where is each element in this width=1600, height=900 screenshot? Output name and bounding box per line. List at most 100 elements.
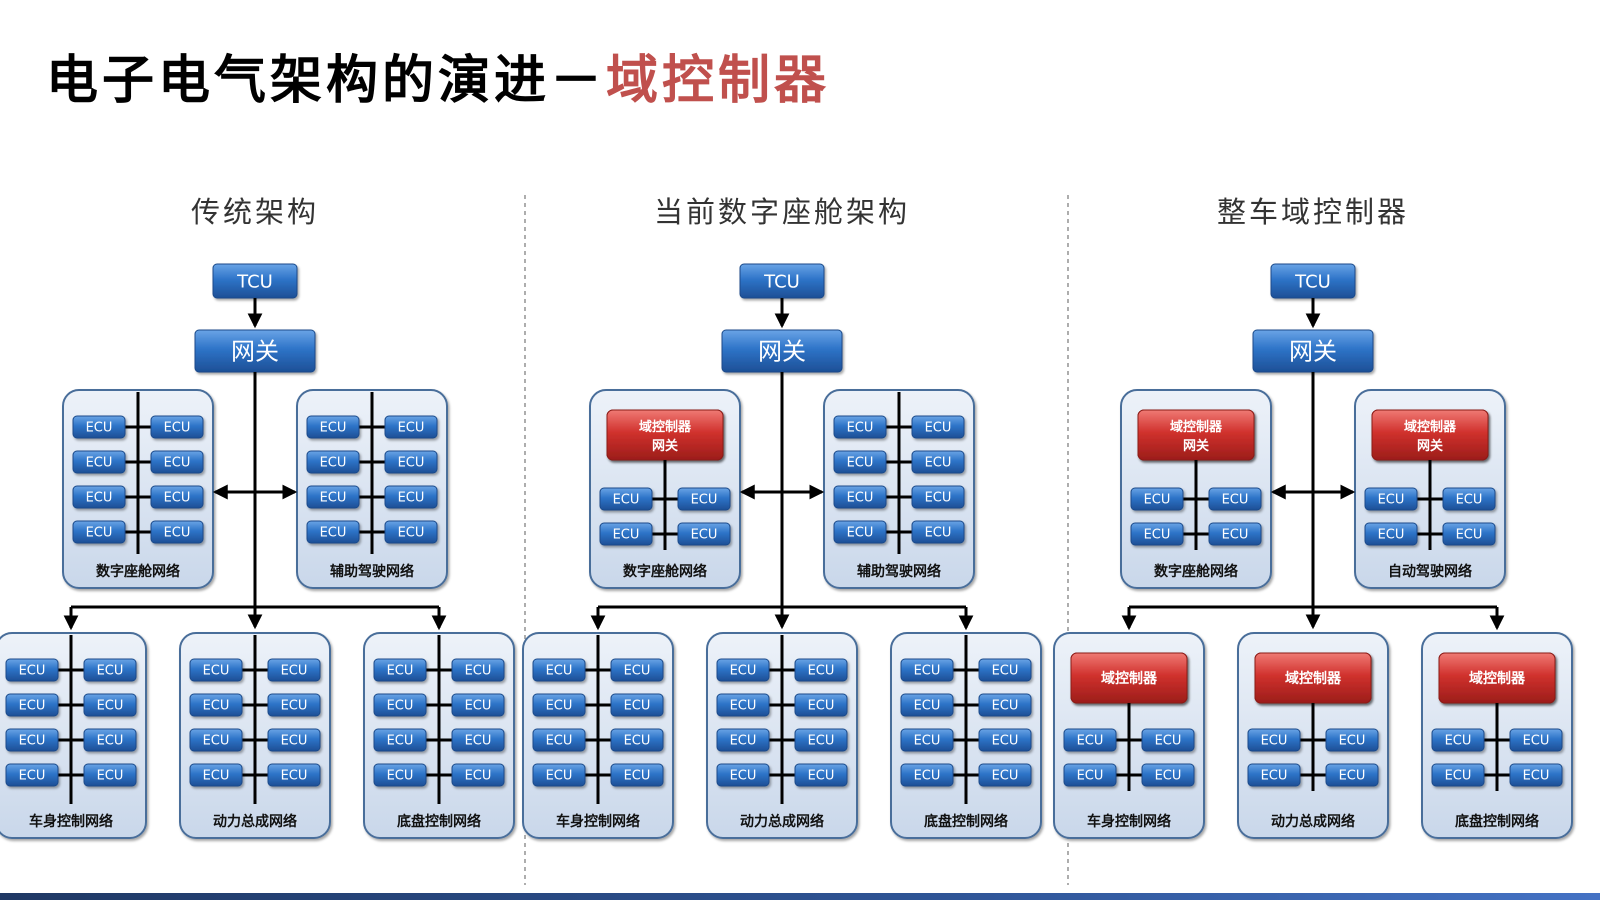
network-label: 车身控制网络 <box>1087 813 1171 830</box>
panel-title: 传统架构 <box>191 195 319 229</box>
ecu-label: ECU <box>925 526 952 541</box>
ecu-label: ECU <box>730 664 757 679</box>
ecu-box <box>1442 522 1496 546</box>
ecu-label: ECU <box>203 734 230 749</box>
ecu-label: ECU <box>320 526 347 541</box>
ecu-box <box>189 693 243 717</box>
ecu-label: ECU <box>546 734 573 749</box>
ecu-label: ECU <box>808 734 835 749</box>
ecu-label: ECU <box>730 769 757 784</box>
ecu-label: ECU <box>1456 493 1483 508</box>
network-label: 数字座舱网络 <box>96 563 180 580</box>
ecu-label: ECU <box>1222 528 1249 543</box>
ecu-box <box>900 658 954 682</box>
ecu-box <box>72 450 126 474</box>
ecu-label: ECU <box>387 699 414 714</box>
ecu-label: ECU <box>808 664 835 679</box>
ecu-label: ECU <box>1456 528 1483 543</box>
ecu-box <box>150 415 204 439</box>
ecu-label: ECU <box>97 699 124 714</box>
ecu-label: ECU <box>19 664 46 679</box>
ecu-label: ECU <box>730 699 757 714</box>
panel-title: 整车域控制器 <box>1217 195 1409 229</box>
ecu-box <box>72 520 126 544</box>
gateway-label: 网关 <box>1289 338 1337 366</box>
ecu-label: ECU <box>398 526 425 541</box>
ecu-label: ECU <box>1144 493 1171 508</box>
ecu-box <box>83 658 137 682</box>
ecu-box <box>911 485 965 509</box>
ecu-label: ECU <box>925 491 952 506</box>
ecu-box <box>306 415 360 439</box>
ecu-box <box>306 520 360 544</box>
ecu-box <box>1063 763 1117 787</box>
ecu-label: ECU <box>19 734 46 749</box>
ecu-label: ECU <box>387 664 414 679</box>
ecu-box <box>599 522 653 546</box>
network-label: 动力总成网络 <box>1271 813 1355 830</box>
ecu-label: ECU <box>465 734 492 749</box>
ecu-label: ECU <box>86 421 113 436</box>
ecu-label: ECU <box>914 769 941 784</box>
ecu-label: ECU <box>914 664 941 679</box>
ecu-box <box>1442 487 1496 511</box>
ecu-box <box>72 485 126 509</box>
ecu-label: ECU <box>808 699 835 714</box>
ecu-label: ECU <box>387 734 414 749</box>
ecu-box <box>1141 763 1195 787</box>
ecu-label: ECU <box>203 699 230 714</box>
network-label: 数字座舱网络 <box>623 563 707 580</box>
ecu-box <box>5 693 59 717</box>
ecu-label: ECU <box>1445 769 1472 784</box>
ecu-label: ECU <box>847 491 874 506</box>
ecu-label: ECU <box>847 456 874 471</box>
ecu-label: ECU <box>1339 769 1366 784</box>
network-label: 动力总成网络 <box>740 813 824 830</box>
title-main: 电子电气架构的演进－ <box>46 50 607 111</box>
ecu-box <box>900 693 954 717</box>
title-accent: 域控制器 <box>606 50 831 111</box>
ecu-label: ECU <box>992 769 1019 784</box>
ecu-label: ECU <box>97 734 124 749</box>
ecu-box <box>833 450 887 474</box>
ecu-label: ECU <box>992 734 1019 749</box>
ecu-label: ECU <box>992 664 1019 679</box>
network-label: 车身控制网络 <box>29 813 113 830</box>
ecu-box <box>1247 728 1301 752</box>
ecu-box <box>911 415 965 439</box>
ecu-box <box>150 520 204 544</box>
domain-controller-label: 域控制器 <box>1285 670 1342 687</box>
ecu-box <box>267 728 321 752</box>
domain-gateway-label: 网关 <box>1417 438 1443 454</box>
ecu-box <box>911 520 965 544</box>
domain-controller-label: 域控制器 <box>639 419 692 435</box>
ecu-box <box>833 520 887 544</box>
ecu-label: ECU <box>546 699 573 714</box>
ecu-label: ECU <box>465 664 492 679</box>
domain-controller-label: 域控制器 <box>1170 419 1223 435</box>
ecu-label: ECU <box>86 456 113 471</box>
ecu-box <box>83 763 137 787</box>
ecu-box <box>610 658 664 682</box>
ecu-label: ECU <box>691 493 718 508</box>
ecu-box <box>610 693 664 717</box>
slide-title: 电子电气架构的演进－域控制器 <box>46 38 830 113</box>
network-label: 辅助驾驶网络 <box>857 563 941 580</box>
ecu-box <box>189 658 243 682</box>
ecu-box <box>716 658 770 682</box>
ecu-label: ECU <box>387 769 414 784</box>
ecu-box <box>306 450 360 474</box>
ecu-box <box>1364 522 1418 546</box>
ecu-label: ECU <box>925 456 952 471</box>
ecu-label: ECU <box>1339 734 1366 749</box>
ecu-label: ECU <box>164 456 191 471</box>
ecu-box <box>677 487 731 511</box>
ecu-box <box>532 693 586 717</box>
